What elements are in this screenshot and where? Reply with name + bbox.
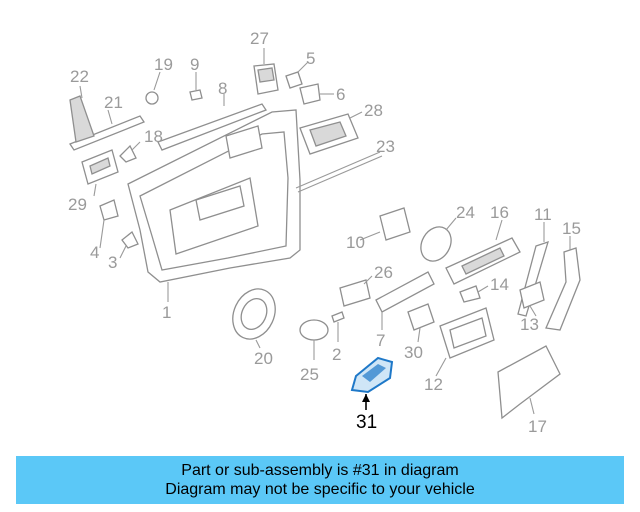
- part-21-strip: [69, 109, 145, 151]
- part-16-switch-panel: [445, 219, 521, 285]
- callout-2: 2: [332, 345, 341, 364]
- callout-21: 21: [104, 93, 123, 112]
- callout-7: 7: [376, 331, 385, 350]
- part-24-grille: [420, 217, 457, 262]
- callout-16: 16: [490, 203, 509, 222]
- part-23-rod: [295, 151, 383, 193]
- callout-8: 8: [218, 79, 227, 98]
- callout-15: 15: [562, 219, 581, 238]
- part-5-clip: [285, 61, 309, 89]
- callout-25: 25: [300, 365, 319, 384]
- callout-29: 29: [68, 195, 87, 214]
- part-1-door-panel: [127, 109, 301, 302]
- part-15-trim: [545, 236, 581, 331]
- part-12-pocket: [435, 307, 495, 377]
- callout-5: 5: [306, 49, 315, 68]
- callout-31-highlighted: 31: [356, 412, 377, 433]
- part-4-bracket: [99, 199, 119, 249]
- part-19-clip: [145, 71, 161, 105]
- part-10-bezel: [359, 207, 411, 241]
- callout-28: 28: [364, 101, 383, 120]
- part-8-belt-molding: [157, 94, 267, 151]
- part-17-cover: [497, 345, 561, 420]
- parts-diagram: 22 21 19 9 27 5 8 6 28 18 23 29 24 16 11…: [68, 29, 581, 436]
- part-7-handle: [375, 271, 435, 330]
- callout-22: 22: [70, 67, 89, 86]
- callout-27: 27: [250, 29, 269, 48]
- callout-1: 1: [162, 303, 171, 322]
- info-banner: Part or sub-assembly is #31 in diagram D…: [16, 456, 624, 504]
- banner-line-part: Part or sub-assembly is #31 in diagram: [181, 462, 459, 479]
- part-13-switch: [519, 281, 545, 317]
- callout-11: 11: [534, 205, 552, 224]
- part-22-corner-trim: [69, 85, 95, 143]
- part-26-switch: [339, 275, 373, 307]
- banner-line-disclaimer: Diagram may not be specific to your vehi…: [165, 481, 475, 498]
- part-29-bezel: [81, 149, 119, 197]
- part-20-speaker-ring: [232, 288, 276, 349]
- callout-18: 18: [144, 127, 163, 146]
- callout-6: 6: [336, 85, 345, 104]
- part-3-clip: [119, 230, 139, 259]
- callout-9: 9: [190, 55, 199, 74]
- part-2-screw: [331, 311, 345, 342]
- part-27-switch: [253, 48, 279, 95]
- callout-17: 17: [528, 417, 547, 436]
- callout-12: 12: [424, 375, 443, 394]
- callout-4: 4: [90, 243, 99, 262]
- callout-24: 24: [456, 203, 475, 222]
- part-28-switch-assembly: [299, 111, 363, 155]
- callout-14: 14: [490, 275, 509, 294]
- part-31-highlighted: [350, 356, 394, 410]
- callout-3: 3: [108, 253, 117, 272]
- callout-30: 30: [404, 343, 423, 362]
- callout-26: 26: [374, 263, 393, 282]
- callout-23: 23: [376, 137, 395, 156]
- callout-13: 13: [520, 315, 539, 334]
- part-30-bezel: [407, 303, 435, 343]
- part-18-clip: [119, 141, 141, 163]
- callout-10: 10: [346, 233, 365, 252]
- part-9-clip: [189, 72, 203, 101]
- callout-19: 19: [154, 55, 173, 74]
- part-25-knob: [299, 319, 329, 360]
- part-14-switch: [459, 285, 489, 303]
- part-6-bracket: [299, 83, 334, 105]
- callout-20: 20: [254, 349, 273, 368]
